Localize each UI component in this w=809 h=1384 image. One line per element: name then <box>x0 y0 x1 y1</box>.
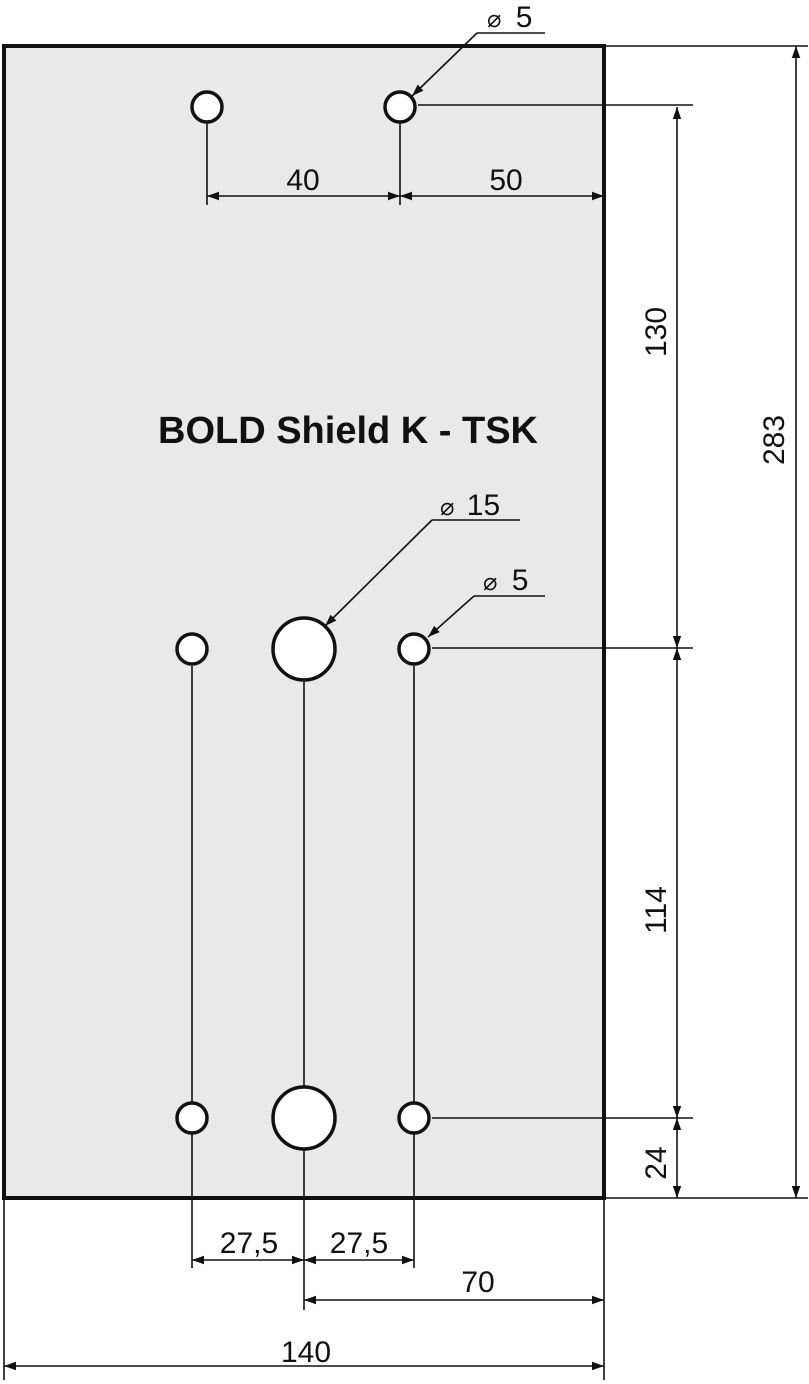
dim-left-spacing: 27,5 <box>220 1227 278 1260</box>
hole-top-left <box>190 90 224 124</box>
callout-top-hole-value: 5 <box>516 1 533 34</box>
leader-large-hole <box>324 519 433 627</box>
diameter-symbol: ⌀ <box>487 6 501 33</box>
hole-middle-center <box>271 616 337 682</box>
callout-right-hole-value: 5 <box>512 564 529 597</box>
dim-overall-height: 283 <box>758 415 791 465</box>
plate-title: BOLD Shield K - TSK <box>158 410 539 452</box>
callout-large-hole-value: 15 <box>467 489 500 522</box>
dim-vertical-upper: 130 <box>640 307 673 357</box>
dim-top-spacing: 40 <box>286 164 319 197</box>
hole-bottom-right <box>397 1101 431 1135</box>
diameter-symbol: ⌀ <box>440 494 454 521</box>
leader-top-hole <box>411 32 478 97</box>
hole-bottom-left <box>175 1101 209 1135</box>
dim-overall-width: 140 <box>281 1336 331 1369</box>
dim-vertical-lower: 114 <box>640 886 673 934</box>
callout-right-hole: ⌀ 5 <box>483 564 528 597</box>
dim-right-spacing: 27,5 <box>330 1227 388 1260</box>
hole-middle-right <box>397 632 431 666</box>
dim-bottom-offset: 24 <box>640 1146 673 1179</box>
callout-large-hole: ⌀ 15 <box>440 489 500 522</box>
leader-right-hole <box>427 595 475 638</box>
callout-top-hole: ⌀ 5 <box>487 1 532 34</box>
hole-bottom-center <box>271 1085 337 1151</box>
dim-center-offset: 70 <box>461 1266 494 1299</box>
diameter-symbol: ⌀ <box>483 569 497 596</box>
hole-top-right <box>383 90 417 124</box>
dim-top-offset: 50 <box>489 164 522 197</box>
hole-middle-left <box>175 632 209 666</box>
